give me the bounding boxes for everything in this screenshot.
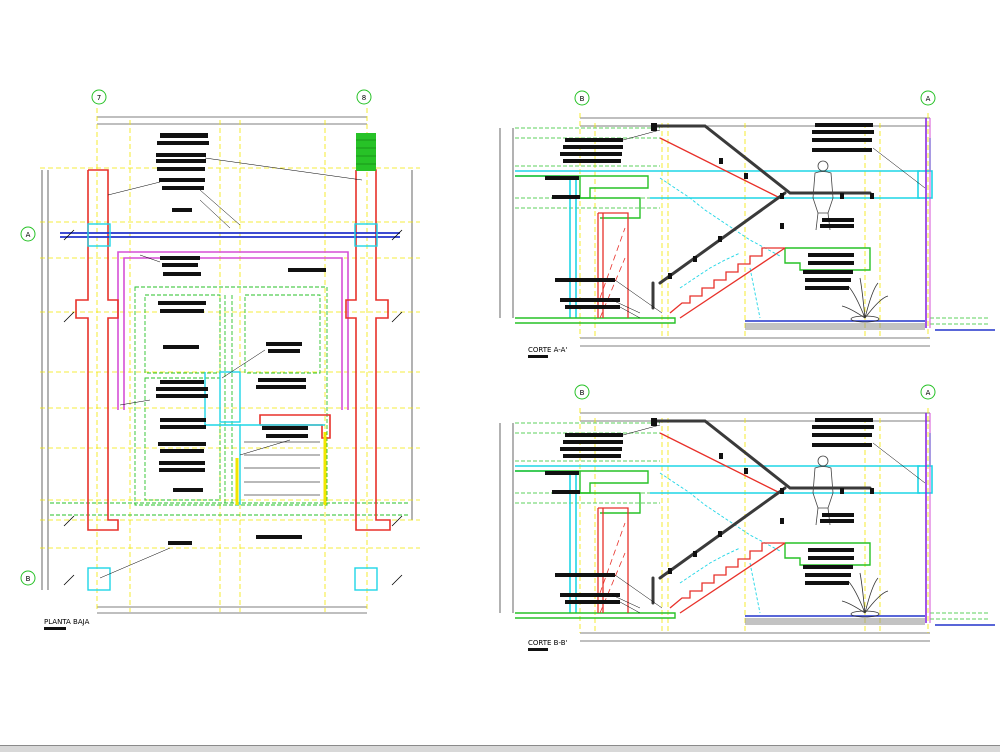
plan-break-ticks [63,229,403,586]
plan-title: PLANTA BAJA [44,618,90,626]
plan-green-lines [50,286,410,516]
section-a-title-underline [528,355,548,358]
plan-cyan-columns [87,223,378,591]
plan-axis-a: A [26,231,31,239]
plan-leader-lines [99,157,363,579]
plan-blue-beam [60,232,400,238]
plan-axis-7: 7 [97,94,101,102]
section-a-view: B A CORTE A-A' [498,90,997,358]
plan-axis-b: B [26,575,31,583]
plan-yellow-grid [40,108,420,612]
plan-dimension-lines [41,116,413,614]
section-b-axis-a: A [926,389,931,397]
plan-view: 7 8 A B PLANTA BAJA [20,89,420,630]
plan-axis-bubbles [20,89,372,586]
plan-annotation-blocks [156,133,326,545]
section-a-axis-b: B [580,95,585,103]
section-b-axis-b: B [580,389,585,397]
plan-title-underline [44,627,66,630]
plan-yellow-stringers [235,432,327,505]
section-b-title: CORTE B-B' [528,639,568,647]
section-a-axis-a: A [926,95,931,103]
section-b-axis-bubbles [574,384,936,400]
section-b-title-underline [528,648,548,651]
plan-red-walls [75,169,391,531]
section-a-axis-bubbles [574,90,936,106]
plan-stair-treads [244,441,320,496]
plan-magenta-lines [117,251,349,410]
section-a-title: CORTE A-A' [528,346,567,354]
section-b-view: B A CORTE B-B' [498,384,997,651]
plan-green-hatch [356,133,376,171]
plan-axis-8: 8 [362,94,366,102]
window-bottom-bar [0,745,1000,752]
